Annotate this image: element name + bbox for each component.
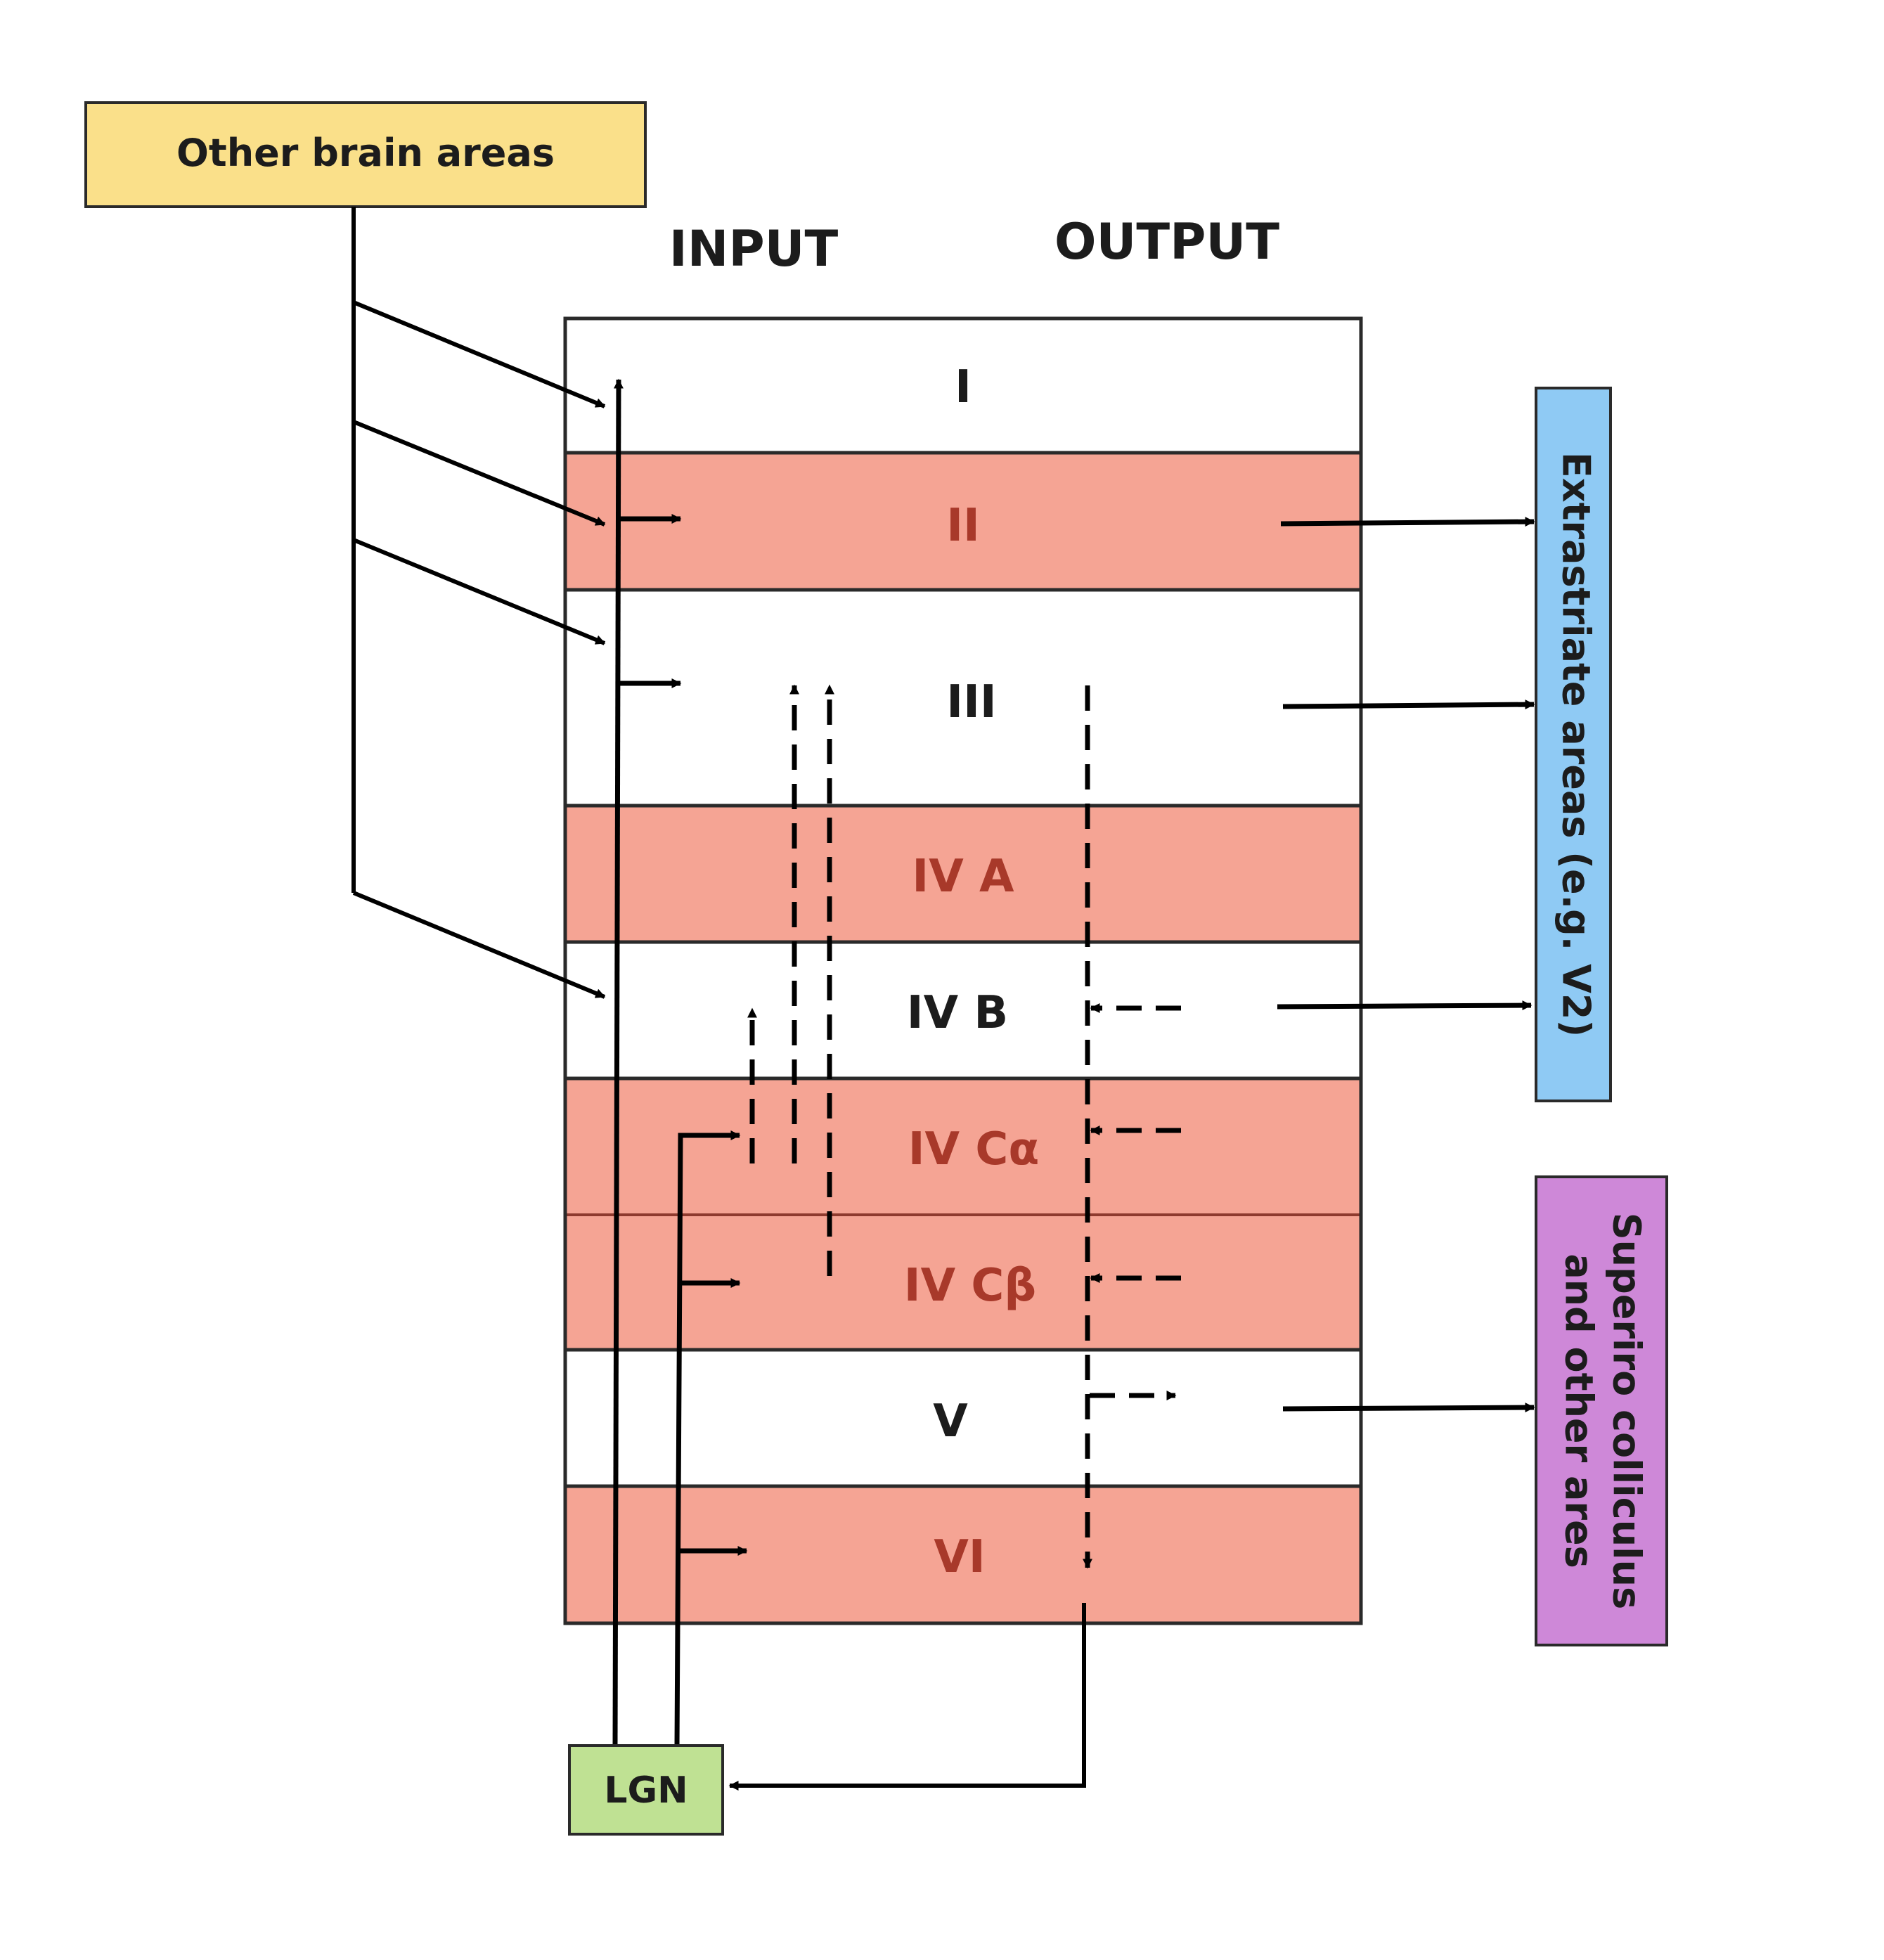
other-brain-areas-projections [351, 207, 606, 999]
superior-colliculus-label-line2: and other ares [1556, 1253, 1601, 1568]
layer-band-V [565, 1350, 1361, 1486]
layer-III-to-extrastriate [1282, 699, 1535, 710]
layer-label-IVCbeta: IV Cβ [904, 1260, 1036, 1312]
layer-band-IVA [565, 806, 1361, 942]
layer-bands [563, 316, 1363, 1625]
layer-label-III: III [946, 676, 996, 728]
lgn-projections [612, 378, 748, 1746]
lgn-trunk-to-layer-I [612, 378, 624, 1746]
lgn-box: LGN [568, 1744, 724, 1836]
extrastriate-areas-label: Extrastriate areas (e.g. V2) [1554, 452, 1598, 1037]
projection-to-layer-I [352, 300, 606, 408]
layer-label-V: V [933, 1395, 968, 1448]
projection-to-layer-III [352, 538, 606, 645]
layer-II-to-extrastriate [1280, 517, 1535, 527]
layer-band-III [565, 590, 1361, 806]
layer-IVB-to-extrastriate [1277, 1000, 1533, 1011]
layer-borders [565, 451, 1361, 1488]
projection-to-layer-II [352, 420, 606, 527]
layer-label-IVCalpha: IV Cα [908, 1123, 1040, 1175]
lgn-label: LGN [604, 1769, 688, 1812]
layer-band-I [565, 318, 1361, 453]
output-header: OUTPUT [1054, 213, 1279, 271]
extrastriate-areas-box: Extrastriate areas (e.g. V2) [1535, 387, 1612, 1102]
layer-band-IVB [565, 942, 1361, 1078]
layer-label-VI: VI [934, 1531, 985, 1583]
lgn-trunk-to-layer-IVC [674, 1130, 741, 1746]
output-projections [1277, 517, 1535, 1413]
layer-band-IVCalpha [565, 1078, 1361, 1215]
other-brain-areas-label: Other brain areas [176, 131, 555, 175]
superior-colliculus-box: Superiro colliculus and other ares [1535, 1175, 1668, 1646]
layer-label-IVA: IV A [912, 851, 1014, 903]
layer-label-II: II [946, 500, 980, 552]
layer-band-VI [565, 1486, 1361, 1623]
projection-to-layer-IVB [352, 891, 606, 999]
layer-band-II [565, 453, 1361, 590]
other-brain-areas-box: Other brain areas [84, 101, 647, 208]
layer-VI-to-lgn [728, 1603, 1086, 1791]
layer-V-to-superior-colliculus [1282, 1403, 1535, 1413]
cortex-outline [563, 316, 1363, 1625]
input-header: INPUT [669, 220, 839, 278]
superior-colliculus-label-line1: Superiro colliculus [1604, 1213, 1648, 1609]
layer-label-IVB: IV B [907, 987, 1008, 1039]
layer-label-I: I [955, 361, 972, 413]
intracortical-projections [747, 684, 1181, 1569]
layer-labels: I II III IV A IV B IV Cα IV Cβ V VI [904, 361, 1039, 1583]
